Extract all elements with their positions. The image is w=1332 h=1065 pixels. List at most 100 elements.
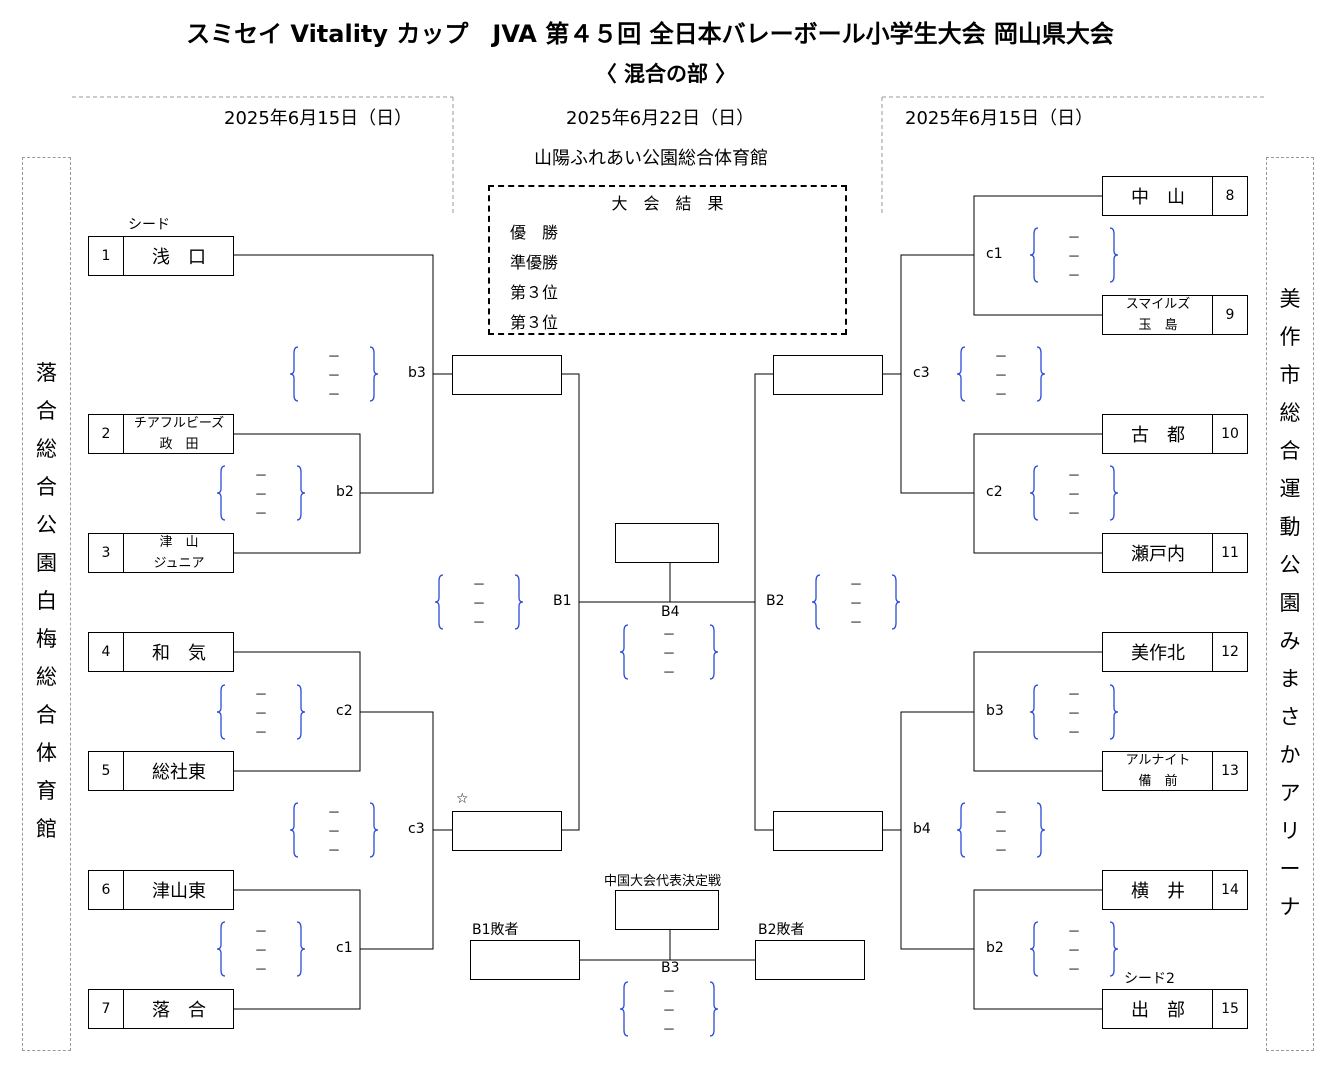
team-number: 11: [1212, 534, 1247, 572]
score-dash: －: [1067, 726, 1081, 741]
match-label-B3: B3: [661, 960, 680, 976]
team-name: 美作北: [1131, 643, 1185, 664]
team-number: 15: [1212, 990, 1247, 1028]
page-subtitle: 〈 混合の部 〉: [595, 62, 737, 86]
score-dash: －: [1067, 963, 1081, 978]
team-box-6: 6 津山東: [88, 870, 234, 910]
match-label-B4: B4: [661, 604, 680, 620]
b2-loser-label: B2敗者: [758, 922, 805, 938]
team-box-2: 2 チアフルビーズ 政 田: [88, 414, 234, 454]
right-lower-winner-box: [773, 811, 883, 851]
score-dash: －: [254, 726, 268, 741]
venue-char: 総: [36, 437, 57, 461]
match-label-right-b2: b2: [986, 940, 1004, 956]
team-box-12: 美作北 12: [1102, 632, 1248, 672]
team-name-line2: ジュニア: [153, 556, 205, 571]
left-date: 2025年6月15日（日）: [224, 108, 413, 129]
venue-char: 市: [1279, 363, 1301, 387]
score-brace-right: [1109, 921, 1119, 977]
score-brace-right: [1036, 802, 1046, 858]
team-number: 6: [89, 871, 124, 909]
venue-char: ー: [1279, 857, 1301, 881]
match-label-left-c3: c3: [408, 821, 425, 837]
venue-char: ア: [1279, 781, 1301, 805]
team-name-line2: 玉 島: [1138, 318, 1178, 333]
team-number: 7: [89, 990, 124, 1028]
venue-char: 運: [1279, 477, 1301, 501]
score-brace-right: [1109, 684, 1119, 740]
score-brace-right: [709, 981, 719, 1037]
score-dash: －: [327, 825, 341, 840]
score-dash: －: [662, 985, 676, 1000]
score-brace-right: [296, 684, 306, 740]
results-runner-up: 準優勝: [510, 253, 559, 272]
results-third-1: 第３位: [510, 283, 559, 302]
team-box-10: 古 都 10: [1102, 414, 1248, 454]
left-upper-winner-box: [452, 355, 562, 395]
team-number: 3: [89, 534, 124, 572]
venue-char: 合: [36, 475, 57, 499]
venue-char: 美: [1279, 287, 1301, 311]
results-heading: 大 会 結 果: [611, 194, 724, 213]
venue-char: 合: [36, 703, 57, 727]
venue-char: 園: [1279, 591, 1301, 615]
venue-char: 合: [1279, 439, 1301, 463]
score-brace-left: [216, 684, 226, 740]
team-box-3: 3 津 山 ジュニア: [88, 533, 234, 573]
venue-char: ま: [1279, 667, 1301, 691]
score-dash: －: [1067, 688, 1081, 703]
match-label-left-c2: c2: [336, 703, 353, 719]
team-name-line2: 備 前: [1138, 774, 1178, 789]
left-venue-box: 落合総合公園白梅総合体育館: [22, 157, 71, 1051]
right-date: 2025年6月15日（日）: [905, 108, 1094, 129]
score-brace-left: [216, 465, 226, 521]
venue-char: 動: [1279, 515, 1301, 539]
left-lower-winner-box: [452, 811, 562, 851]
score-dash: －: [254, 507, 268, 522]
page-title: スミセイ Vitality カップ JVA 第４５回 全日本バレーボール小学生大…: [186, 20, 1114, 48]
score-dash: －: [662, 1004, 676, 1019]
score-dash: －: [1067, 488, 1081, 503]
results-third-2: 第３位: [510, 313, 559, 332]
team-number: 1: [89, 237, 124, 275]
team-name: 横 井: [1131, 881, 1185, 902]
team-name: 瀬戸内: [1131, 544, 1185, 565]
b2-loser-box: [755, 940, 865, 980]
venue-char: 梅: [36, 627, 57, 651]
venue-char: 公: [1279, 553, 1301, 577]
score-dash: －: [254, 688, 268, 703]
team-name-line1: スマイルズ: [1125, 297, 1191, 312]
score-dash: －: [254, 944, 268, 959]
team-name-line1: 津 山: [159, 535, 199, 550]
match-label-right-c2: c2: [986, 484, 1003, 500]
score-dash: －: [1067, 469, 1081, 484]
team-box-9: スマイルズ 玉 島 9: [1102, 295, 1248, 335]
team-number: 12: [1212, 633, 1247, 671]
venue-char: み: [1279, 629, 1301, 653]
team-number: 8: [1212, 177, 1247, 215]
team-box-14: 横 井 14: [1102, 870, 1248, 910]
match-label-right-c1: c1: [986, 246, 1003, 262]
team-box-15: 出 部 15: [1102, 989, 1248, 1029]
score-dash: －: [327, 806, 341, 821]
score-dash: －: [662, 666, 676, 681]
team-name: 総社東: [152, 762, 206, 783]
team-name: 津山東: [152, 881, 206, 902]
seed-note-right: シード2: [1124, 971, 1175, 987]
team-name: 落 合: [152, 1000, 206, 1021]
score-brace-right: [709, 624, 719, 680]
team-number: 13: [1212, 752, 1247, 790]
score-dash: －: [327, 369, 341, 384]
score-dash: －: [254, 469, 268, 484]
team-box-13: アルナイト 備 前 13: [1102, 751, 1248, 791]
match-label-left-b3: b3: [408, 365, 426, 381]
score-dash: －: [849, 597, 863, 612]
score-brace-right: [296, 465, 306, 521]
team-number: 14: [1212, 871, 1247, 909]
team-name-line1: チアフルビーズ: [133, 416, 225, 431]
score-dash: －: [849, 616, 863, 631]
score-brace-left: [216, 921, 226, 977]
results-champion: 優 勝: [510, 223, 559, 242]
venue-char: 育: [36, 779, 57, 803]
right-upper-winner-box: [773, 355, 883, 395]
